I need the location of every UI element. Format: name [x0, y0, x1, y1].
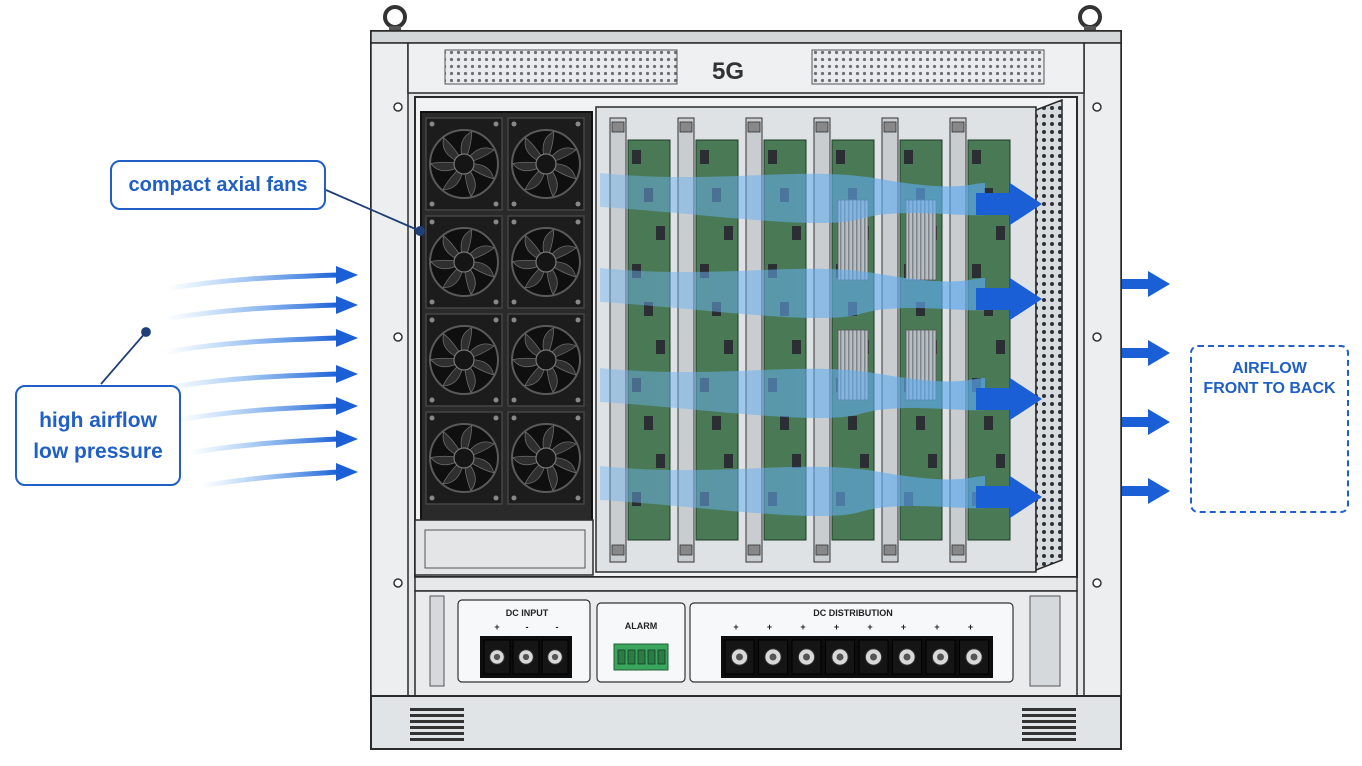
airflow-band — [600, 173, 1042, 225]
axial-fan-icon — [425, 411, 503, 505]
fan-tray — [414, 111, 594, 576]
base-vent-icon — [1022, 708, 1076, 741]
terminal-icon — [791, 639, 822, 675]
exhaust-arrow-icon — [1122, 271, 1170, 297]
flow-arrow-icon — [976, 278, 1042, 320]
intake-arrow-icon — [162, 365, 358, 391]
exhaust-arrow-icon — [1122, 409, 1170, 435]
legend-title-line1: AIRFLOW — [1232, 360, 1307, 377]
axial-fan-icon — [507, 117, 585, 211]
cabinet-base — [370, 695, 1122, 750]
dc-input-terminals — [480, 636, 572, 678]
terminal-icon — [758, 639, 788, 675]
base-vents — [410, 708, 1076, 741]
polarity-label: + — [733, 622, 738, 632]
callout-leaders — [100, 189, 425, 385]
fans-callout: compact axial fans — [110, 160, 326, 210]
exhaust-airflow-arrows — [1122, 271, 1170, 504]
airflow-band — [600, 466, 1042, 518]
intake-airflow-arrows — [162, 266, 358, 489]
dc-input-polarity: + - - — [494, 622, 558, 632]
internal-airflow — [600, 173, 1042, 518]
flow-arrow-icon — [976, 378, 1042, 420]
terminal-icon — [925, 639, 956, 675]
intake-arrow-icon — [198, 463, 358, 489]
terminal-icon — [825, 639, 855, 675]
legend-title-line2: FRONT TO BACK — [1203, 380, 1336, 397]
polarity-label: - — [556, 622, 559, 632]
terminal-icon — [512, 639, 540, 675]
dc-distribution-terminals — [721, 636, 993, 678]
flow-arrow-icon — [976, 476, 1042, 518]
intake-arrow-icon — [186, 430, 358, 456]
legend-title: AIRFLOW FRONT TO BACK — [1192, 359, 1347, 399]
terminal-icon — [724, 639, 755, 675]
axial-fan-icon — [425, 117, 503, 211]
alarm-label: ALARM — [625, 621, 658, 631]
terminal-icon — [858, 639, 889, 675]
polarity-label: + — [901, 622, 906, 632]
airflow-band — [600, 268, 1042, 320]
exhaust-arrow-icon — [1122, 340, 1170, 366]
pressure-callout-line2: low pressure — [33, 439, 163, 463]
pressure-callout: high airflow low pressure — [15, 385, 181, 486]
cabinet-logo: 5G — [712, 58, 744, 85]
dc-distribution-label: DC DISTRIBUTION — [813, 608, 893, 618]
polarity-label: - — [526, 622, 529, 632]
polarity-label: + — [968, 622, 973, 632]
intake-arrow-icon — [162, 329, 358, 355]
intake-arrow-icon — [162, 266, 358, 292]
axial-fan-icon — [507, 313, 585, 407]
axial-fan-icon — [507, 411, 585, 505]
intake-arrow-icon — [174, 397, 358, 423]
dc-distribution-polarity: + + + + + + + + — [733, 622, 973, 632]
polarity-label: + — [767, 622, 772, 632]
alarm-terminal-block — [613, 643, 669, 671]
lifting-eye-left — [383, 5, 407, 32]
exhaust-arrow-icon — [1122, 478, 1170, 504]
intake-arrow-icon — [162, 296, 358, 322]
terminal-icon — [483, 639, 511, 675]
base-vent-icon — [410, 708, 464, 741]
dc-input-label: DC INPUT — [506, 608, 549, 618]
terminal-icon — [541, 639, 569, 675]
power-distribution-panel: DC INPUT ALARM DC DISTRIBUTION +-- +++++… — [414, 590, 1078, 697]
polarity-label: + — [934, 622, 939, 632]
axial-fan-icon — [425, 215, 503, 309]
polarity-label: + — [867, 622, 872, 632]
frame-screws — [393, 102, 1102, 588]
terminal-icon — [959, 639, 989, 675]
polarity-label: + — [834, 622, 839, 632]
top-vent-left — [444, 49, 678, 85]
airflow-legend: AIRFLOW FRONT TO BACK — [1190, 345, 1349, 513]
polarity-label: + — [494, 622, 499, 632]
axial-fan-icon — [507, 215, 585, 309]
axial-fan-icon — [425, 313, 503, 407]
flow-arrow-icon — [976, 183, 1042, 225]
terminal-icon — [892, 639, 922, 675]
lifting-eye-right — [1078, 5, 1102, 32]
polarity-label: + — [800, 622, 805, 632]
pressure-callout-line1: high airflow — [39, 408, 157, 432]
rear-vent-panel — [1035, 98, 1063, 572]
top-vent-right — [811, 49, 1045, 85]
airflow-band — [600, 368, 1042, 420]
